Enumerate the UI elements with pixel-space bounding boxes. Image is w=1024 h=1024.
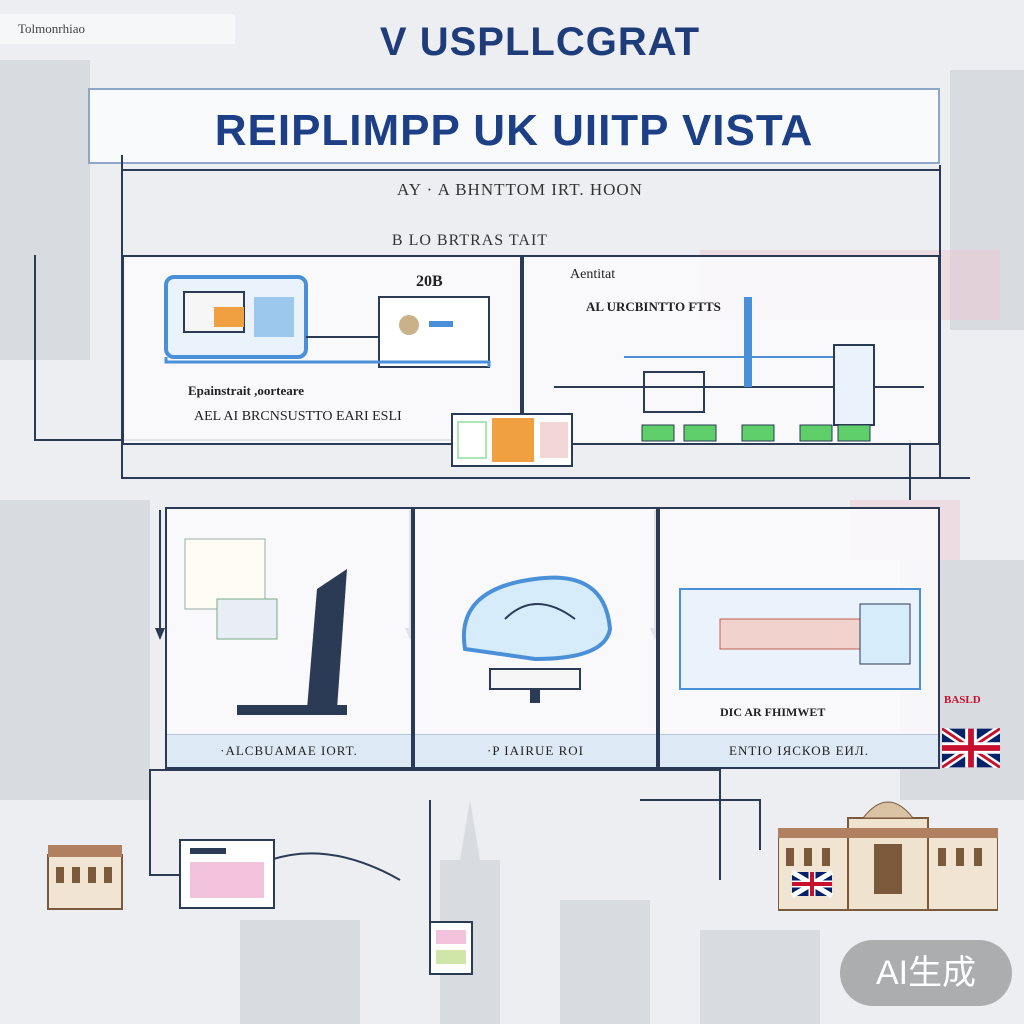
bottom-panel-3-sub-label: DIC AR FHIMWET	[720, 705, 826, 719]
left-building-icon	[47, 845, 123, 910]
sensor-pad-illustration	[461, 575, 613, 703]
machine-illustration	[164, 275, 491, 368]
flag-label: BASLD	[944, 694, 981, 706]
factory-floor-illustration	[679, 588, 921, 690]
bottom-panel-1: ·ALCBUAMAE IORT.	[165, 507, 413, 769]
pink-module	[179, 839, 275, 909]
banner-title: REIPLIMPP UK UIITP VISTA	[214, 106, 814, 155]
bottom-panel-3: DIC AR FHIMWET ENTIO IЯСКОВ ЕИЛ.	[658, 507, 940, 769]
top-right-panel: Aеntitat AL URCBINTTO FTTS	[522, 255, 940, 445]
bottom-panel-3-caption: ENTIO IЯСКОВ ЕИЛ.	[660, 734, 938, 767]
top-right-heading: Aеntitat	[570, 267, 616, 282]
uk-flag-icon	[942, 728, 1000, 768]
top-right-label: AL URCBINTTO FTTS	[586, 299, 721, 314]
section-label: B LO BRTRAS TAIT	[391, 232, 549, 249]
top-left-panel: 20B Ераinstrait ,ооrteare AEL AI BRCNSUS…	[122, 255, 522, 445]
bottom-panel-2-caption: ·P IAIRUE ROI	[415, 734, 656, 767]
bridge-module	[451, 413, 573, 467]
top-left-label-2: AEL AI BRCNSUSTTO EARI ESLI	[194, 409, 402, 424]
subtitle: AY · A BHNTTOM IRT. HOON	[397, 180, 643, 199]
title-banner	[88, 88, 940, 164]
bottom-module	[429, 921, 473, 975]
corner-tag: Tolmonrhiao	[0, 14, 235, 44]
machine-tag: 20B	[416, 273, 443, 290]
bottom-panel-1-caption: ·ALCBUAMAE IORT.	[167, 734, 411, 767]
production-line-illustration	[554, 297, 924, 442]
bottom-panel-2: ·P IAIRUE ROI	[413, 507, 658, 769]
top-left-label-1: Ераinstrait ,ооrteare	[188, 383, 305, 398]
robot-arm-illustration	[184, 538, 347, 715]
ai-generated-badge: AI生成	[840, 940, 1012, 1006]
palace-illustration	[778, 801, 998, 911]
main-title: V USPLLCGRAT	[379, 20, 701, 64]
